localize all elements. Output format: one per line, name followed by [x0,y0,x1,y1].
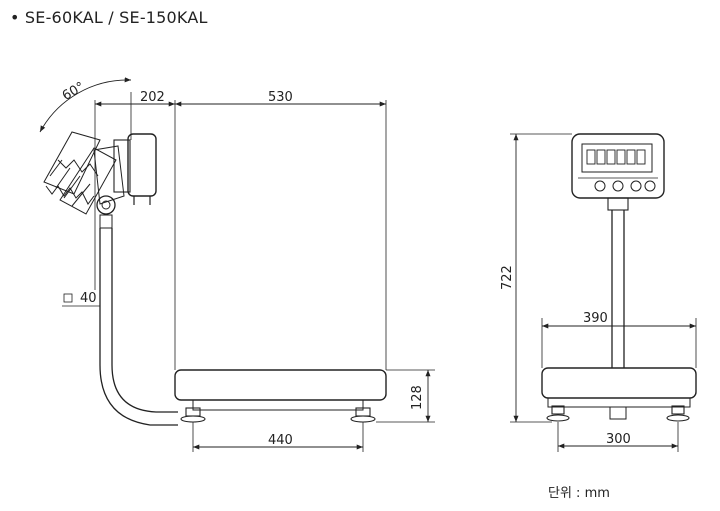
dim-label-40: 40 [80,291,97,306]
dim-label-128: 128 [410,385,425,410]
dim-label-390: 390 [583,311,608,326]
side-platform [174,369,387,401]
display-head-upright [127,133,157,197]
dim-label-722: 722 [500,265,515,290]
angle-arc [39,77,132,133]
unit-label: 단위 : mm [548,486,610,501]
front-button-3-icon [630,180,642,192]
tilt-knob-icon [96,195,116,215]
front-foot-right [666,405,690,422]
dim-label-530: 530 [268,90,293,105]
side-view [39,77,435,452]
display-digits-icon [586,149,646,165]
front-platform [541,367,697,399]
front-button-4-icon [644,180,656,192]
display-head-tilted [43,131,125,215]
page-title: • SE-60KAL / SE-150KAL [10,8,208,27]
front-button-1-icon [594,180,606,192]
dim-label-202: 202 [140,90,165,105]
front-view [510,133,697,452]
angle-label: 60° [60,79,87,104]
side-pole [99,228,178,426]
dim-label-440: 440 [268,433,293,448]
square-symbol-icon [63,293,73,303]
front-button-2-icon [612,180,624,192]
front-foot-left [546,405,570,422]
dim-label-300: 300 [606,432,631,447]
